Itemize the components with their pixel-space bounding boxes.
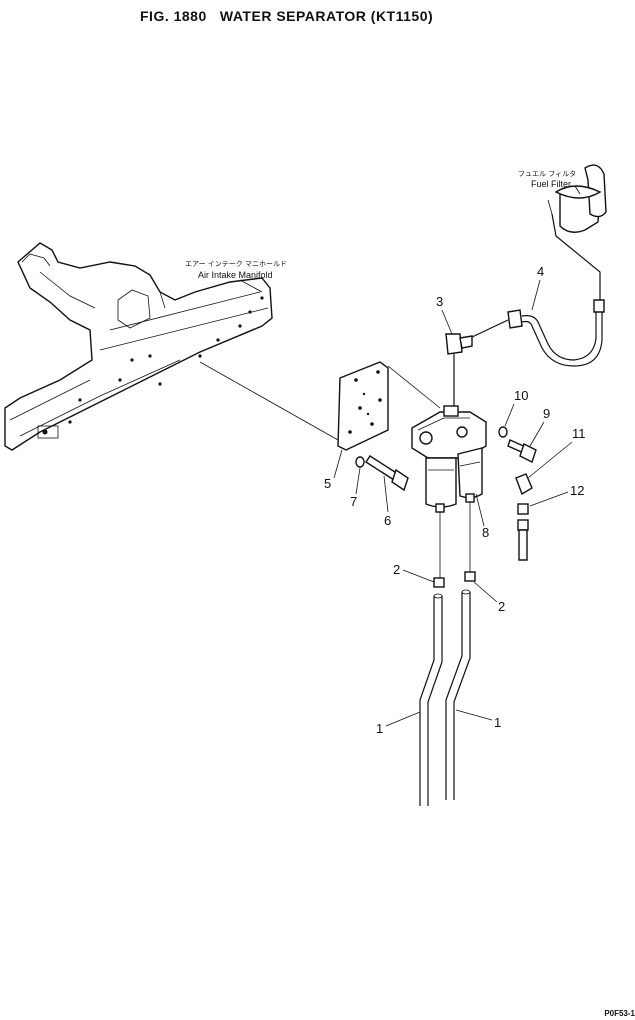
part-number-11: 11 bbox=[572, 426, 586, 441]
air-intake-label-en: Air Intake Manifold bbox=[198, 270, 273, 280]
part-number-10: 10 bbox=[514, 388, 528, 403]
connector-12 bbox=[517, 503, 529, 561]
bracket-leader bbox=[387, 365, 441, 409]
part-number-1b: 1 bbox=[494, 715, 501, 730]
part-number-2b: 2 bbox=[498, 599, 505, 614]
part-number-7: 7 bbox=[350, 494, 357, 509]
elbow-11 bbox=[515, 473, 533, 496]
part-number-4: 4 bbox=[537, 264, 544, 279]
air-intake-manifold bbox=[4, 242, 273, 451]
part-number-2a: 2 bbox=[393, 562, 400, 577]
part-number-1a: 1 bbox=[376, 721, 383, 736]
clamp-right bbox=[464, 571, 476, 582]
washer-7 bbox=[355, 456, 365, 468]
figure-title: FIG. 1880 WATER SEPARATOR (KT1150) bbox=[140, 8, 434, 24]
fuel-filter bbox=[547, 164, 607, 233]
manifold-bracket-leader bbox=[199, 361, 339, 441]
part-number-5: 5 bbox=[324, 476, 331, 491]
part-number-3: 3 bbox=[436, 294, 443, 309]
mounting-bracket bbox=[337, 361, 389, 451]
drain-tubes bbox=[419, 589, 471, 806]
air-intake-leader bbox=[239, 279, 263, 293]
bolt-6 bbox=[365, 455, 409, 492]
filter-to-hose-line bbox=[551, 213, 601, 300]
fuel-filter-label-jp: フュエル フィルタ bbox=[518, 169, 576, 178]
part-number-9: 9 bbox=[543, 406, 550, 421]
fuel-filter-label-en: Fuel Filter bbox=[531, 179, 571, 189]
fuel-hose bbox=[469, 299, 605, 367]
part-number-6: 6 bbox=[384, 513, 391, 528]
clamp-left bbox=[433, 577, 445, 588]
water-separator-assembly bbox=[411, 405, 487, 513]
page-code: P0F53-1 bbox=[604, 1009, 635, 1018]
washer-10 bbox=[498, 426, 508, 438]
fuel-filter-leader bbox=[574, 185, 581, 195]
air-intake-label-jp: エアー インテーク マニホールド bbox=[185, 260, 287, 268]
part-number-8: 8 bbox=[482, 525, 489, 540]
part-number-12: 12 bbox=[570, 483, 584, 498]
bolt-9 bbox=[507, 439, 537, 463]
